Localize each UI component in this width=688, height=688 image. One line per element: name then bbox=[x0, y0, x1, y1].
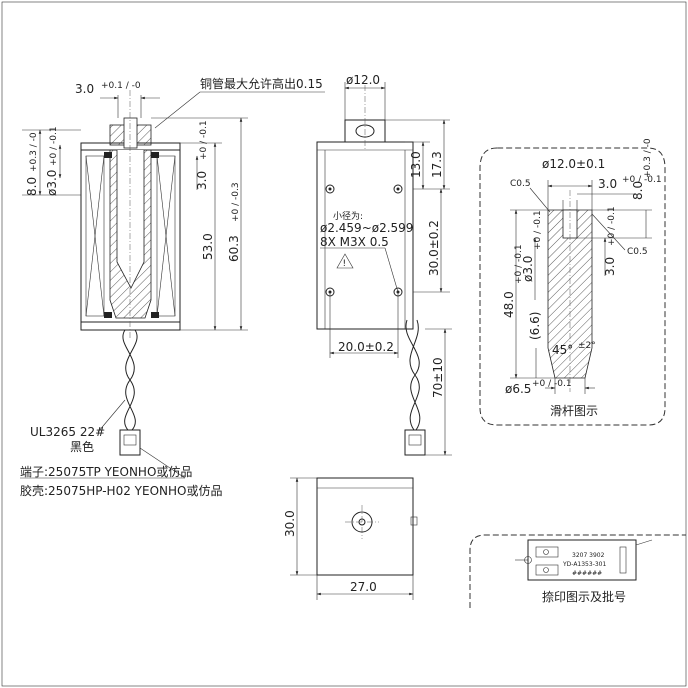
note-small-dia: 小径为: bbox=[333, 210, 363, 222]
plunger-detail bbox=[479, 147, 666, 426]
plunger-dim-tip-dia-tol: +0 / -0.1 bbox=[532, 379, 572, 389]
bottom-view bbox=[316, 477, 418, 576]
dim-shaft-top-tol: +0.1 / -0 bbox=[101, 81, 141, 91]
wire-color: 黑色 bbox=[70, 440, 94, 454]
dim-left-pin: ø3.0 bbox=[45, 170, 59, 196]
plunger-dim-top-depth: 8.0 bbox=[631, 181, 645, 200]
dim-20: 20.0±0.2 bbox=[338, 340, 394, 354]
marking-line2: YD-A1353-301 bbox=[562, 561, 606, 568]
bottom-dims: 30.0 27.0 bbox=[283, 477, 414, 600]
marking-line3: ###### bbox=[572, 570, 602, 577]
dim-height-inner: 53.0 bbox=[201, 233, 215, 260]
marking-detail: 3207 3902 YD-A1353-301 ###### 捺印图示及批号 bbox=[469, 534, 686, 608]
screw-note: 8X M3X 0.5 bbox=[320, 235, 389, 249]
marking-caption: 捺印图示及批号 bbox=[542, 589, 626, 604]
plunger-chamfer-side: C0.5 bbox=[627, 247, 648, 257]
plunger-dim-angle-tol: ±2° bbox=[578, 341, 596, 351]
plunger-dim-length-tol: +0 / -0.1 bbox=[514, 244, 524, 284]
bottom-dim-width: 27.0 bbox=[350, 580, 377, 594]
plunger-chamfer-top: C0.5 bbox=[510, 179, 531, 189]
wire-label: UL3265 22# bbox=[30, 425, 105, 439]
plunger-dim-top-slot-tol: +0 / -0.1 bbox=[622, 175, 662, 185]
dim-70: 70±10 bbox=[431, 357, 445, 398]
svg-text:!: ! bbox=[343, 259, 347, 269]
front-section-view bbox=[80, 90, 181, 456]
plunger-dim-dia: ø12.0±0.1 bbox=[542, 157, 605, 171]
plunger-dim-top-depth-tol: +0.3 / -0 bbox=[643, 138, 653, 178]
dim-13: 13.0 bbox=[409, 151, 423, 178]
terminal-note: 端子:25075TP YEONHO或仿品 bbox=[20, 465, 192, 479]
front-dims: 3.0 +0.1 / -0 铜管最大允许高出0.15 53.0 60.3 +0 … bbox=[20, 76, 325, 498]
plunger-dim-length: 48.0 bbox=[502, 291, 516, 318]
bottom-dim-height: 30.0 bbox=[283, 510, 297, 537]
plunger-dim-top-slot: 3.0 bbox=[598, 177, 617, 191]
side-dims: ø12.0 13.0 17.3 30.0±0.2 小径为: ø2.459~ø2.… bbox=[320, 73, 452, 456]
dim-inner-pin-tol: +0 / -0.1 bbox=[199, 120, 209, 160]
plunger-dim-right-slot: 3.0 bbox=[603, 257, 617, 276]
note-small-dia-range: ø2.459~ø2.599 bbox=[320, 221, 413, 235]
plunger-dim-taper: (6.6) bbox=[528, 312, 542, 340]
plunger-dim-angle: 45° bbox=[552, 343, 573, 357]
dim-left-pin-tol: +0 / -0.1 bbox=[49, 126, 59, 166]
dim-height-total-tol: +0 / -0.3 bbox=[231, 182, 241, 222]
plunger-dim-right-slot-tol: +0 / -0.1 bbox=[607, 206, 617, 246]
marking-line1: 3207 3902 bbox=[572, 552, 605, 559]
dim-17: 17.3 bbox=[430, 151, 444, 178]
dim-30: 30.0±0.2 bbox=[427, 220, 441, 276]
dim-left-stroke: 8.0 bbox=[25, 177, 39, 196]
dim-left-stroke-tol: +0.3 / -0 bbox=[29, 132, 39, 172]
side-view: ! bbox=[316, 85, 426, 456]
dim-diameter: ø12.0 bbox=[346, 73, 380, 87]
plunger-dim-tip-dia: ø6.5 bbox=[505, 382, 531, 396]
dim-inner-pin: 3.0 bbox=[195, 171, 209, 190]
dim-shaft-top: 3.0 bbox=[75, 82, 94, 96]
plunger-dim-inner-dia: ø3.0 bbox=[521, 256, 535, 282]
plunger-caption: 滑杆图示 bbox=[550, 404, 598, 418]
dim-height-total: 60.3 bbox=[227, 235, 241, 262]
plunger-dims: ø12.0±0.1 C0.5 C0.5 3.0 +0 / -0.1 8.0 +0… bbox=[502, 138, 662, 418]
housing-note: 胶壳:25075HP-H02 YEONHO或仿品 bbox=[20, 483, 222, 498]
note-copper-tube: 铜管最大允许高出0.15 bbox=[200, 76, 323, 91]
plunger-dim-inner-dia-tol: +0 / -0.1 bbox=[533, 210, 543, 250]
